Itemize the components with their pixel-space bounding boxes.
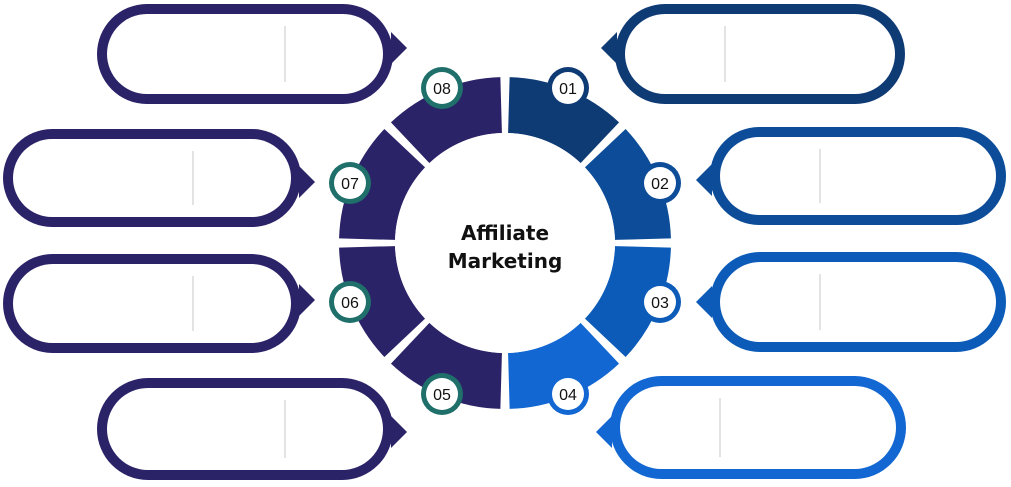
bubble-body <box>13 139 291 217</box>
step-badge-face <box>644 167 676 199</box>
ring-segments <box>339 77 671 409</box>
bubble-body <box>625 14 895 94</box>
step-number: 06 <box>341 295 359 312</box>
bubble-body <box>720 262 996 342</box>
bubble-pointer <box>391 416 407 448</box>
bubble-pointer <box>596 416 612 448</box>
step-badge-08: 08 <box>421 67 463 109</box>
step-badge-face <box>426 378 458 410</box>
center-title-line1: Affiliate <box>461 221 549 245</box>
text-bubble-07 <box>3 129 315 227</box>
text-bubble-04 <box>596 376 906 479</box>
text-bubble-08 <box>97 4 407 104</box>
text-bubbles <box>3 4 1006 480</box>
step-badge-03: 03 <box>639 281 681 323</box>
bubble-body <box>107 14 383 94</box>
ring-segment-02 <box>584 128 671 240</box>
bubble-pointer <box>391 32 407 64</box>
step-badge-face <box>334 167 366 199</box>
step-number: 02 <box>651 176 669 193</box>
ring-segment-08 <box>390 77 502 164</box>
ring-segment-05 <box>390 322 502 409</box>
ring-segment-06 <box>339 246 426 358</box>
text-bubble-02 <box>696 127 1006 225</box>
step-badge-face <box>334 286 366 318</box>
step-badge-04: 04 <box>547 373 589 415</box>
bubble-body <box>107 388 383 470</box>
bubble-body <box>720 137 996 215</box>
step-number: 08 <box>433 81 451 98</box>
ring-segment-04 <box>508 322 620 409</box>
text-bubble-05 <box>97 378 407 480</box>
text-bubble-06 <box>3 254 315 353</box>
step-badges: 01 02 03 04 05 06 07 08 <box>329 67 681 415</box>
ring-segment-07 <box>339 128 426 240</box>
step-badge-face <box>644 286 676 318</box>
step-badge-face <box>552 72 584 104</box>
bubble-pointer <box>696 164 712 196</box>
step-number: 03 <box>651 295 669 312</box>
ring-segment-01 <box>508 77 620 164</box>
ring-segment-03 <box>584 246 671 358</box>
step-number: 04 <box>559 387 577 404</box>
step-badge-02: 02 <box>639 162 681 204</box>
bubble-body <box>13 264 291 343</box>
text-bubble-01 <box>601 4 905 104</box>
step-badge-07: 07 <box>329 162 371 204</box>
step-number: 05 <box>433 387 451 404</box>
bubble-pointer <box>696 286 712 318</box>
step-badge-face <box>426 72 458 104</box>
step-number: 01 <box>559 81 577 98</box>
step-badge-06: 06 <box>329 281 371 323</box>
bubble-pointer <box>299 284 315 316</box>
step-number: 07 <box>341 176 359 193</box>
bubble-pointer <box>299 166 315 198</box>
step-badge-05: 05 <box>421 373 463 415</box>
bubble-pointer <box>601 32 617 64</box>
center-circle <box>395 133 615 353</box>
center-title-line2: Marketing <box>448 249 563 273</box>
text-bubble-03 <box>696 252 1006 352</box>
step-badge-face <box>552 378 584 410</box>
step-badge-01: 01 <box>547 67 589 109</box>
bubble-body <box>620 386 896 469</box>
